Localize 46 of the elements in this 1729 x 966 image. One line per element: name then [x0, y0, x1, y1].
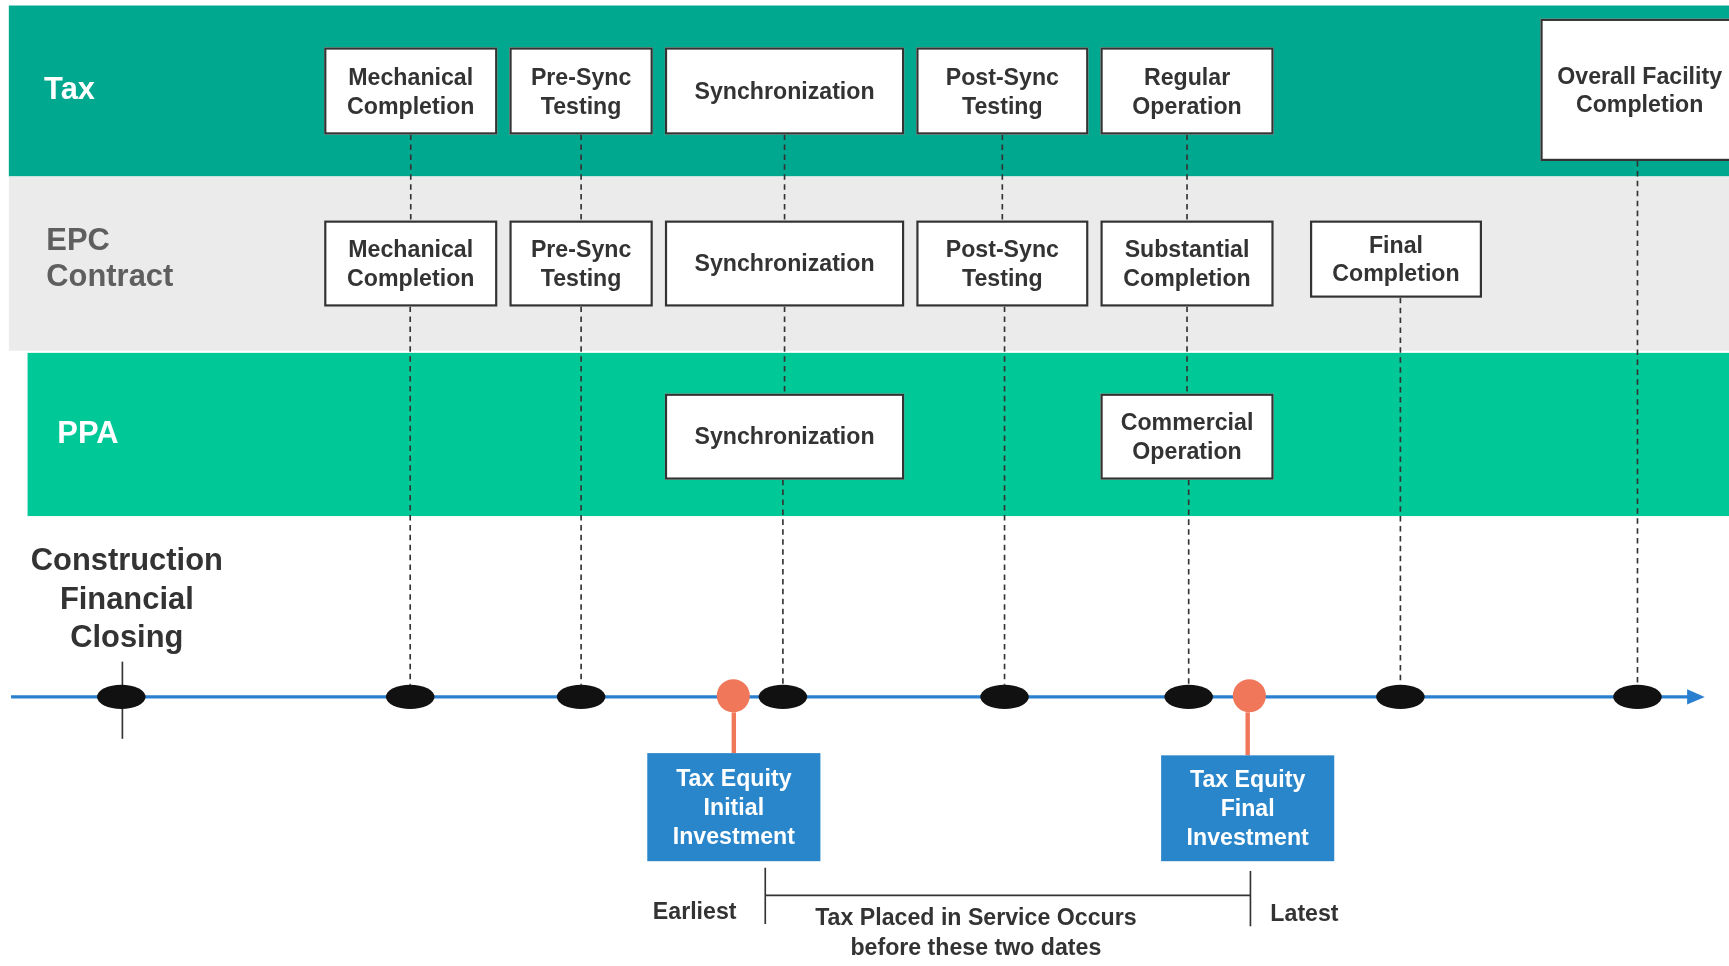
lane-label: EPC Contract: [46, 222, 175, 294]
milestone-box: Post-Sync Testing: [916, 220, 1089, 307]
milestone-dot: [556, 684, 606, 709]
milestone-box: Synchronization: [664, 220, 905, 307]
investment-box: Tax Equity Initial Investment: [647, 753, 821, 862]
milestone-dot: [385, 684, 435, 709]
milestone-box: Mechanical Completion: [324, 220, 498, 307]
milestone-dot: [758, 684, 808, 709]
stem-line: [1245, 712, 1250, 756]
connector-line: [1186, 133, 1188, 222]
connector-line: [1001, 133, 1004, 222]
milestone-box: Mechanical Completion: [324, 47, 498, 135]
milestone-box: Final Completion: [1310, 220, 1482, 298]
swimlane-band: [8, 5, 1729, 177]
milestone-box: Post-Sync Testing: [916, 47, 1089, 135]
lane-label: PPA: [57, 415, 120, 451]
milestone-box: Synchronization: [664, 393, 905, 480]
milestone-dot: [1613, 684, 1662, 709]
milestone-box: Commercial Operation: [1100, 393, 1274, 480]
milestone-marker: [716, 679, 750, 713]
connector-line: [580, 133, 582, 222]
investment-box: Tax Equity Final Investment: [1161, 755, 1335, 862]
milestone-dot: [97, 684, 146, 709]
milestone-label: Construction Financial Closing: [29, 541, 224, 656]
milestone-dot: [1164, 684, 1213, 709]
connector-line: [409, 133, 412, 222]
connector-line: [783, 133, 786, 222]
milestone-marker: [1232, 679, 1266, 713]
milestone-dot: [1376, 684, 1425, 709]
swimlane-band: [8, 176, 1729, 351]
annotation-text: Earliest: [651, 896, 738, 925]
milestone-box: Synchronization: [664, 47, 905, 135]
milestone-dot: [980, 684, 1029, 709]
swimlane-band: [27, 352, 1729, 517]
lane-label: Tax: [44, 71, 96, 107]
annotation-text: Latest: [1269, 898, 1340, 928]
connector-line: [782, 478, 784, 686]
milestone-box: Pre-Sync Testing: [509, 220, 653, 307]
milestone-box: Pre-Sync Testing: [509, 47, 653, 135]
annotation-text: Tax Placed in Service Occurs before these two dates: [814, 903, 1138, 962]
stem-line: [731, 712, 737, 754]
connector-line: [1187, 478, 1190, 686]
milestone-box: Overall Facility Completion: [1540, 18, 1729, 161]
connector-line: [1636, 160, 1639, 686]
milestone-box: Regular Operation: [1100, 47, 1274, 135]
milestone-box: Substantial Completion: [1100, 220, 1274, 307]
